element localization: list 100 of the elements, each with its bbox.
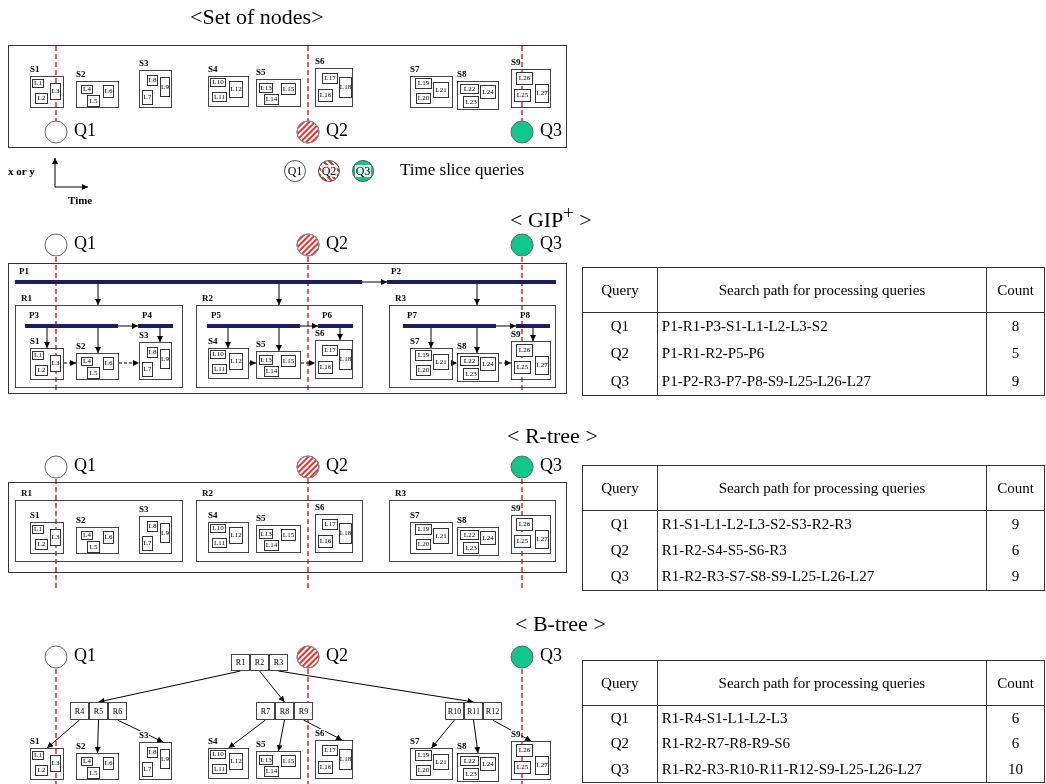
node-label: S1 [30, 65, 40, 74]
panel-frame [8, 263, 567, 394]
node-label: S6 [315, 57, 325, 66]
arrow [44, 327, 50, 349]
arrow [225, 327, 231, 349]
table-cell: Q3 [582, 367, 658, 396]
node-label: S1 [30, 337, 40, 346]
tree-node: R6 [108, 702, 127, 720]
tree-node: R5 [89, 702, 108, 720]
table-cell: 10 [986, 756, 1045, 783]
table-cell: Q1 [582, 312, 658, 341]
arrow [337, 327, 343, 341]
bar-label: P5 [211, 311, 221, 320]
arrow [118, 360, 140, 366]
table-cell: 6 [986, 731, 1045, 757]
arrow [94, 719, 101, 754]
panel-title: <Set of nodes> [190, 5, 324, 30]
legend-text: Time slice queries [400, 161, 525, 180]
node-label: S4 [208, 737, 218, 746]
node-label: S8 [457, 516, 467, 525]
column-header: Search path for processing queries [657, 267, 987, 313]
arrow [473, 719, 481, 754]
tree-node: R12 [483, 702, 502, 720]
tree-node: R1 [231, 654, 250, 671]
tree-node: R2 [250, 654, 269, 671]
query-label: Q1 [74, 456, 96, 476]
arrow [474, 283, 480, 306]
bar-label: P4 [142, 311, 152, 320]
column-header: Count [986, 465, 1045, 511]
arrow [428, 327, 434, 349]
arrow [46, 719, 80, 749]
query-label: Q3 [540, 121, 562, 141]
table-cell: Q3 [582, 756, 658, 783]
tree-node: R4 [70, 702, 89, 720]
node-label: S4 [208, 65, 218, 74]
table-cell: R1-R2-R3-R10-R11-R12-S9-L25-L26-L27 [657, 756, 987, 783]
table-cell: 8 [986, 312, 1045, 341]
node-label: S8 [457, 742, 467, 751]
node-label: S5 [256, 68, 266, 77]
node-label: S9 [511, 730, 521, 739]
node-label: S2 [76, 70, 86, 79]
node-label: S8 [457, 342, 467, 351]
table-cell: R1-R2-S4-S5-S6-R3 [657, 537, 987, 564]
query-label: Q3 [540, 456, 562, 476]
bar-label: P8 [520, 311, 530, 320]
table-cell: 9 [986, 510, 1045, 538]
node-label: S5 [256, 514, 266, 523]
arrow [276, 719, 285, 752]
arrow [157, 327, 163, 343]
node-label: S3 [139, 731, 149, 740]
table-cell: R1-S1-L1-L2-L3-S2-S3-R2-R3 [657, 510, 987, 538]
arrow [303, 719, 343, 741]
arrow [95, 283, 101, 306]
node-label: S2 [76, 742, 86, 751]
query-label: Q2 [326, 234, 348, 254]
node-label: S8 [457, 70, 467, 79]
node-label: S7 [410, 337, 420, 346]
axis-label: x or y [8, 165, 35, 178]
table-cell: P1-R1-R2-P5-P6 [657, 340, 987, 368]
panel-title: < R-tree > [507, 424, 598, 449]
column-header: Count [986, 660, 1045, 706]
table-cell: Q1 [582, 510, 658, 538]
tree-node: R7 [256, 702, 275, 720]
node-label: S6 [315, 729, 325, 738]
table-cell: Q2 [582, 731, 658, 757]
arrow [228, 719, 266, 749]
table-cell: R1-R2-R7-R8-R9-S6 [657, 731, 987, 757]
region-label: R1 [21, 294, 32, 303]
arrow [248, 360, 257, 366]
table-cell: Q3 [582, 563, 658, 591]
query-label: Q2 [326, 456, 348, 476]
node-label: S3 [139, 59, 149, 68]
arrow [474, 327, 480, 354]
query-label: Q1 [74, 121, 96, 141]
node-label: S9 [511, 504, 521, 513]
query-label: Q3 [540, 646, 562, 666]
node-label: S5 [256, 340, 266, 349]
arrow [276, 283, 282, 306]
panel-title: < B-tree > [515, 612, 606, 637]
arrow [276, 327, 282, 352]
region-label: R1 [21, 489, 32, 498]
query-label: Q2 [326, 121, 348, 141]
table-cell: P1-R1-P3-S1-L1-L2-L3-S2 [657, 312, 987, 341]
arrow [431, 719, 455, 749]
query-label: Q3 [540, 234, 562, 254]
column-header: Search path for processing queries [657, 660, 987, 706]
node-label: S2 [76, 342, 86, 351]
table-cell: Q2 [582, 340, 658, 368]
table-cell: Q1 [582, 705, 658, 732]
query-circle: Q2 [318, 160, 340, 182]
bar-label: P6 [322, 311, 332, 320]
region-label: R3 [395, 294, 406, 303]
arrow [299, 323, 319, 329]
node-label: S7 [410, 65, 420, 74]
query-label: Q1 [74, 646, 96, 666]
column-header: Count [986, 267, 1045, 313]
table-cell: 9 [986, 367, 1045, 396]
bar-label: P2 [391, 267, 401, 276]
arrow [495, 323, 517, 329]
arrow [451, 360, 458, 366]
